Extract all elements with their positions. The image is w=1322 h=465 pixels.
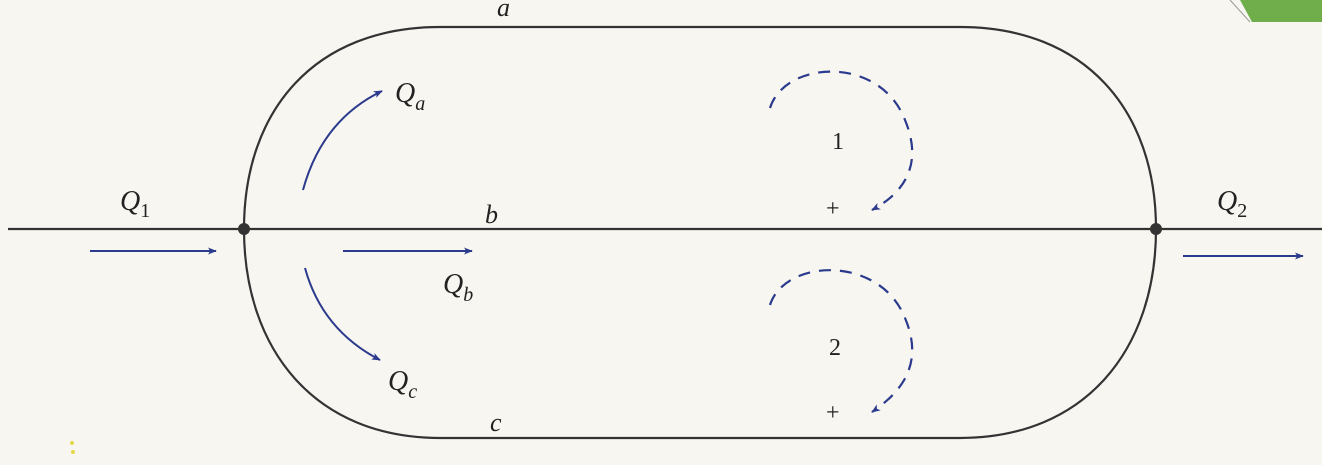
- label-q2-main: Q: [1217, 186, 1237, 217]
- loop-1-arrow: [768, 70, 914, 211]
- label-qa: Qa: [395, 78, 425, 115]
- label-pipe-c: c: [490, 408, 502, 437]
- label-qa-main: Q: [395, 78, 415, 109]
- junction-right: [1150, 223, 1162, 235]
- loop-1-number: 1: [832, 129, 844, 155]
- label-pipe-b: b: [485, 200, 498, 229]
- label-pipe-a: a: [497, 0, 510, 22]
- label-q1-sub: 1: [140, 200, 150, 222]
- label-q1: Q1: [120, 186, 150, 222]
- label-q2-sub: 2: [1237, 200, 1247, 222]
- corner-accent: [1240, 0, 1322, 22]
- arrow-qa: [302, 90, 383, 191]
- pipe-a: [242, 25, 1158, 230]
- corner-accent-line: [1229, 0, 1251, 23]
- label-qa-sub: a: [415, 93, 425, 115]
- loop-2-arrow: [768, 269, 914, 413]
- label-q2: Q2: [1217, 186, 1247, 222]
- junction-left: [238, 223, 250, 235]
- label-qb-main: Q: [443, 269, 463, 300]
- arrow-qc: [304, 267, 381, 361]
- yellow-speck-2: [71, 450, 75, 454]
- label-q1-main: Q: [120, 186, 140, 217]
- label-qc-sub: c: [408, 381, 417, 403]
- loop-2-number: 2: [829, 335, 841, 361]
- label-qc: Qc: [388, 366, 417, 403]
- pipe-c: [242, 228, 1158, 440]
- label-qc-main: Q: [388, 366, 408, 397]
- loop-2-plus: +: [826, 400, 840, 426]
- yellow-speck: [70, 441, 74, 445]
- label-qb-sub: b: [463, 284, 473, 306]
- loop-1-plus: +: [826, 196, 840, 222]
- label-qb: Qb: [443, 269, 473, 306]
